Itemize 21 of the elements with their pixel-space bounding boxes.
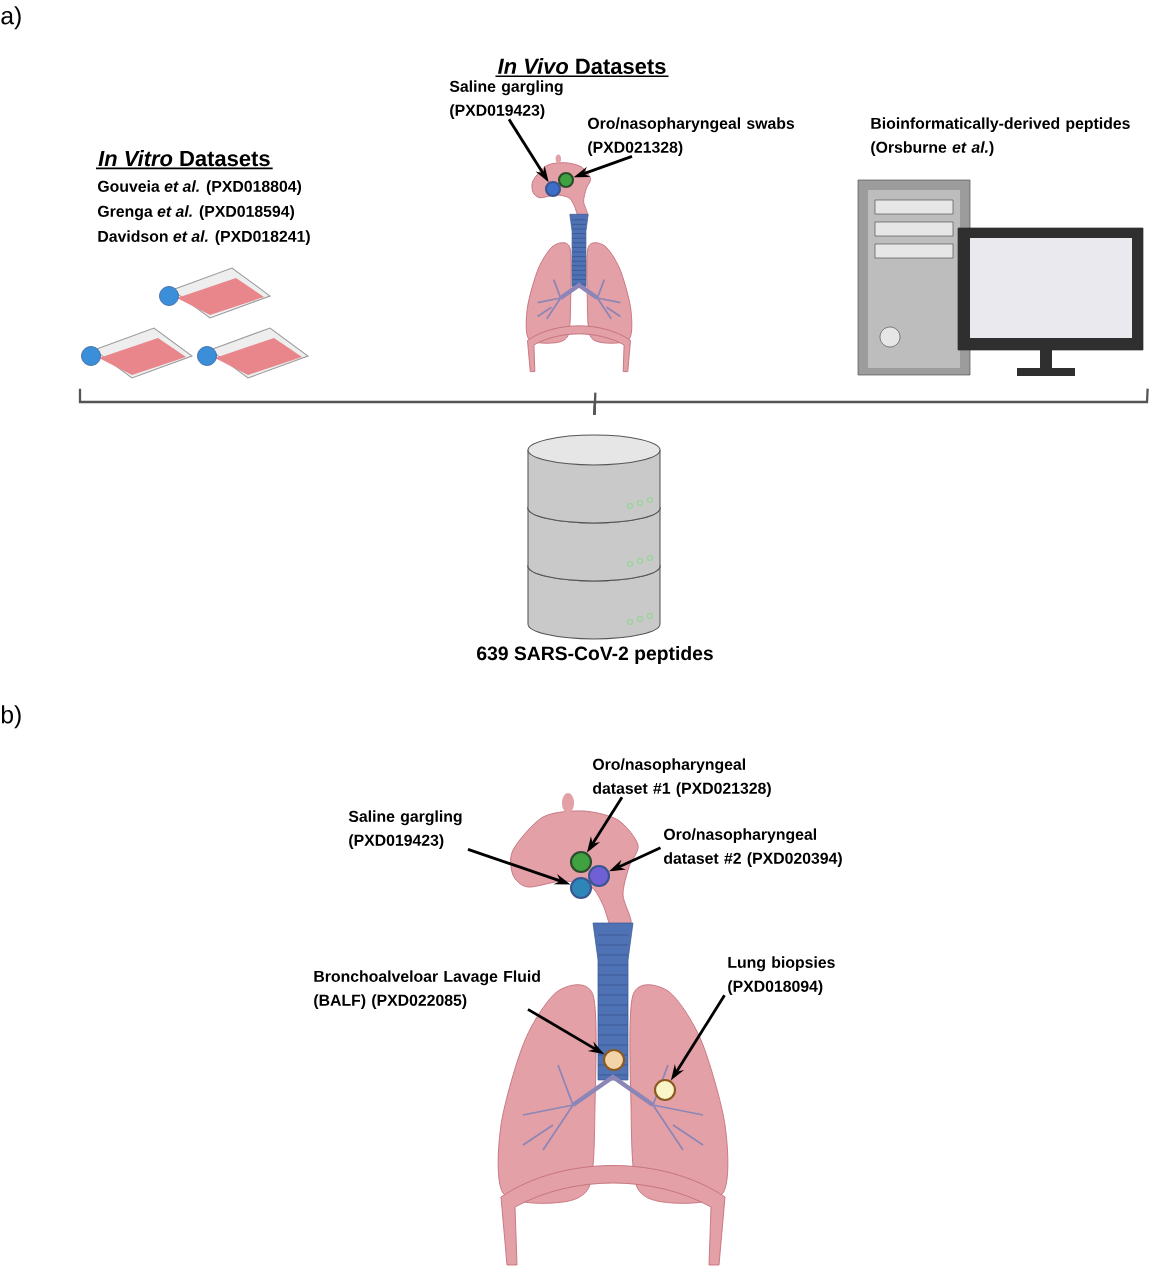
connector-line xyxy=(593,388,1149,416)
dataset-label: Davidson et al. (PXD018241) xyxy=(98,230,310,246)
caption-text: 639 SARS-CoV-2 peptides xyxy=(477,646,713,664)
dataset-label: Saline gargling (PXD019423) xyxy=(348,810,462,849)
dataset-label: Lung biopsies (PXD018094) xyxy=(728,956,835,995)
caption-text: Bioinformatically-derived peptides (Orsburne et al.) xyxy=(871,117,1130,156)
heading: In Vitro Datasets xyxy=(95,150,274,170)
sample-dot xyxy=(569,876,593,900)
dataset-label: Oro/nasopharyngeal swabs (PXD021328) xyxy=(588,117,795,156)
dataset-label: Grenga et al. (PXD018594) xyxy=(98,205,294,221)
dataset-label: Oro/nasopharyngeal dataset #1 (PXD021328) xyxy=(593,758,771,797)
flasks-drawing xyxy=(81,267,310,379)
dataset-label: Gouveia et al. (PXD018804) xyxy=(98,180,302,196)
dataset-label: Oro/nasopharyngeal dataset #2 (PXD020394) xyxy=(664,828,842,867)
heading: In Vivo Datasets xyxy=(494,57,670,77)
panel-label: b) xyxy=(1,705,21,729)
dataset-label: Bronchoalveloar Lavage Fluid (BALF) (PXD022085) xyxy=(314,970,540,1009)
sample-dot xyxy=(557,171,575,189)
sample-dot xyxy=(544,180,562,198)
dataset-label: Saline gargling (PXD019423) xyxy=(449,80,563,119)
panel-label: a) xyxy=(1,6,21,30)
